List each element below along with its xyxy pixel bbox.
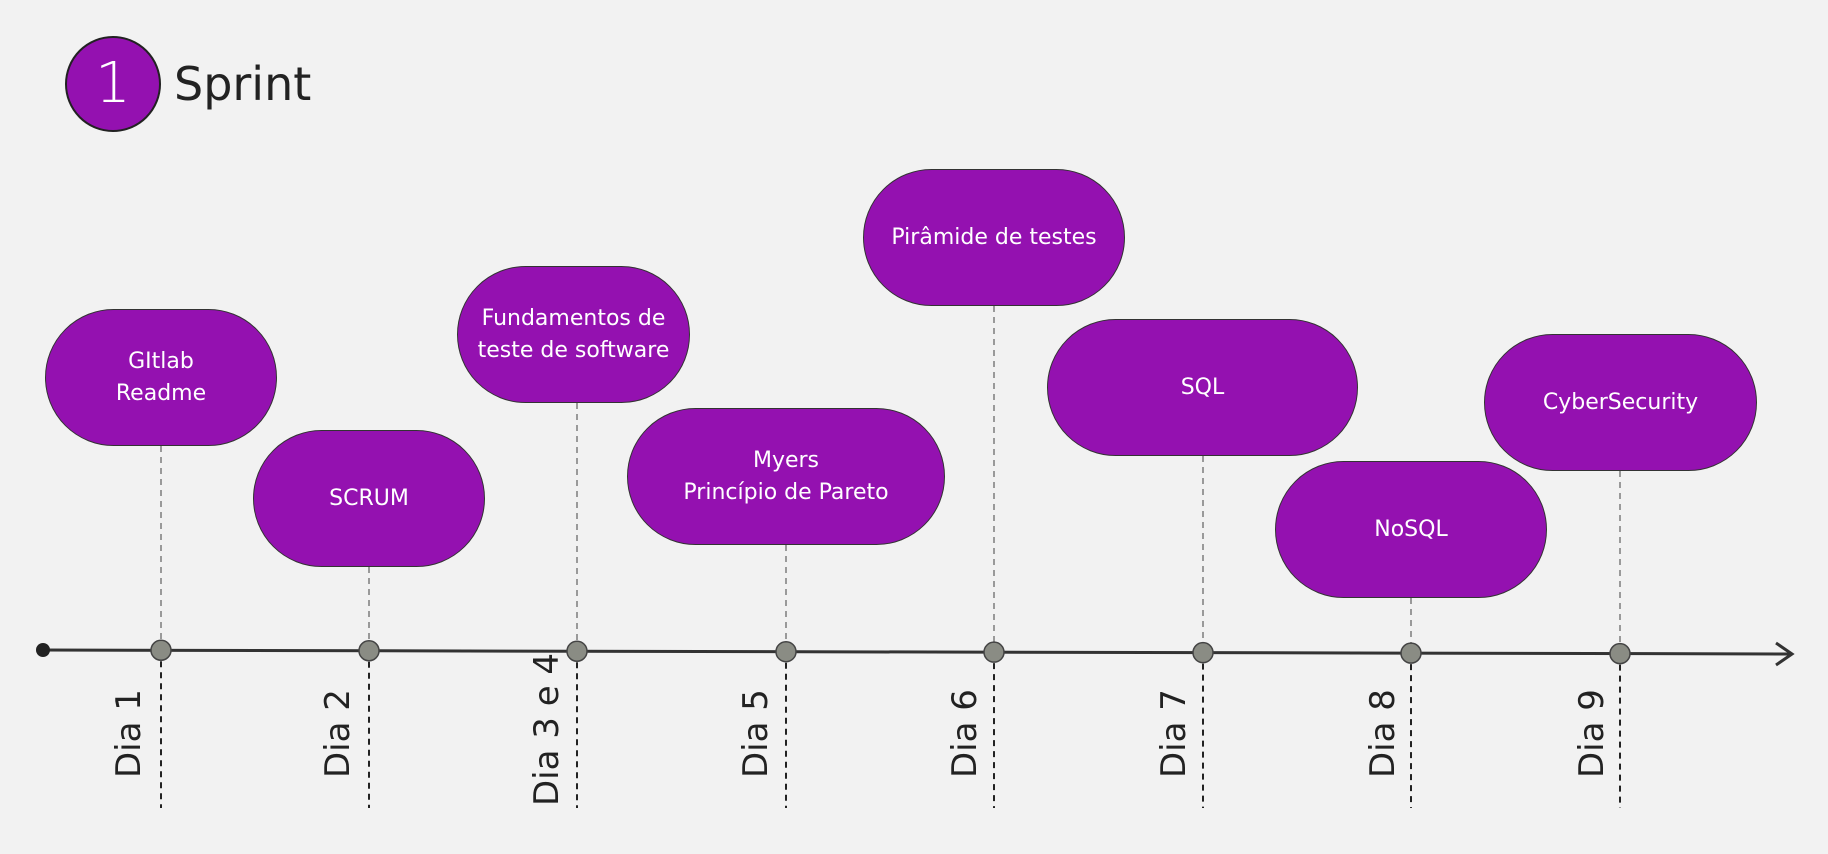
axis-dot-6 — [1192, 641, 1214, 664]
milestone-bubble-5: Pirâmide de testes — [863, 169, 1125, 306]
milestone-bubble-7: NoSQL — [1275, 461, 1547, 598]
day-label-3: Dia 3 e 4 — [527, 652, 567, 806]
milestone-bubble-4: Myers Princípio de Pareto — [627, 408, 945, 545]
axis-dot-7 — [1400, 642, 1422, 664]
page-title: Sprint — [174, 57, 312, 111]
milestone-bubble-6: SQL — [1047, 319, 1358, 456]
day-label-8: Dia 9 — [1572, 689, 1612, 778]
day-label-5: Dia 6 — [945, 689, 985, 778]
milestone-bubble-3: Fundamentos de teste de software — [457, 266, 690, 403]
axis-dot-1 — [150, 639, 172, 662]
timeline-arrow-head — [1775, 641, 1795, 667]
timeline-axis — [42, 648, 1791, 656]
day-label-6: Dia 7 — [1154, 689, 1194, 778]
sprint-number-badge: 1 — [65, 36, 161, 132]
axis-dot-5 — [983, 641, 1005, 663]
day-label-2: Dia 2 — [318, 689, 358, 778]
axis-dot-4 — [775, 640, 797, 663]
day-label-7: Dia 8 — [1363, 689, 1403, 778]
axis-dot-8 — [1609, 642, 1631, 665]
day-label-4: Dia 5 — [736, 689, 776, 778]
milestone-bubble-1: GItlab Readme — [45, 309, 277, 446]
timeline-start-dot — [36, 643, 50, 657]
milestone-bubble-2: SCRUM — [253, 430, 485, 567]
axis-dot-2 — [358, 639, 380, 662]
axis-dot-3 — [566, 640, 588, 662]
day-label-1: Dia 1 — [109, 689, 149, 778]
milestone-bubble-8: CyberSecurity — [1484, 334, 1757, 471]
